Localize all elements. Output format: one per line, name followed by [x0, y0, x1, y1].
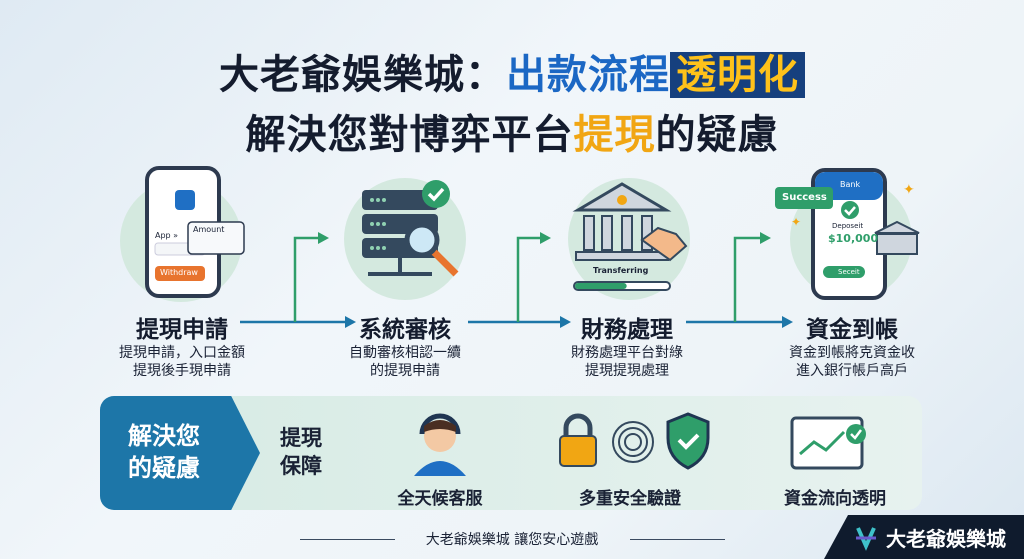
step1-desc: 提現申請，入口金額提現後手現申請	[82, 344, 282, 380]
page-title-line1: 大老爺娛樂城：出款流程透明化	[0, 42, 1024, 100]
receipt-button: Seceit	[838, 268, 860, 276]
arrow-3-up	[733, 236, 760, 322]
success-badge: Success	[782, 192, 827, 203]
footer-divider-right	[630, 539, 725, 540]
step4-title: 資金到帳	[806, 317, 898, 343]
phone-success-icon: ✦✦	[775, 168, 920, 300]
svg-text:✦: ✦	[903, 182, 915, 198]
bank-label: Bank	[840, 180, 861, 189]
amount-label: Amount	[193, 225, 225, 234]
step3-title: 財務處理	[581, 317, 673, 343]
title-highlight-box: 透明化	[670, 52, 805, 98]
step4-desc: 資金到帳將克資金收進入銀行帳戶高戶	[752, 344, 952, 380]
footer-divider-left	[300, 539, 395, 540]
brand-name: 大老爺娛樂城	[886, 526, 1006, 551]
bank-handshake-icon	[572, 182, 688, 291]
transfer-progress-fill	[575, 283, 627, 289]
solve-doubts-text: 解決您的疑慮	[128, 422, 200, 482]
step2-desc-line2: 的提現申請	[370, 363, 440, 379]
step3-desc: 財務處理平台對綠提現提現處理	[527, 344, 727, 380]
arrow-2-up	[516, 236, 540, 322]
brand-logo: 大老爺娛樂城	[824, 515, 1024, 559]
step1-title: 提現申請	[136, 317, 228, 343]
step2-desc: 自動審核相認一續的提現申請	[305, 344, 505, 380]
title-highlight-blue: 出款流程	[506, 52, 670, 98]
feature-security: 多重安全驗證	[579, 489, 681, 509]
brand-logo-icon	[856, 527, 876, 551]
deposit-label: Deposeit	[832, 222, 864, 230]
solve-doubts-tag: 解決您的疑慮	[100, 396, 260, 510]
step2-desc-line1: 自動審核相認一續	[349, 345, 461, 361]
title-highlight-orange: 提現	[573, 112, 656, 158]
feature-support: 全天候客服	[397, 489, 483, 509]
phone-withdraw-icon	[145, 166, 245, 298]
step1-desc-line1: 提現申請，入口金額	[119, 345, 245, 361]
svg-text:✦: ✦	[791, 215, 801, 229]
step1-desc-line2: 提現後手現申請	[133, 363, 231, 379]
headset-icon	[414, 413, 466, 476]
deposit-amount: $10,000	[828, 232, 879, 245]
step3-desc-line2: 提現提現處理	[585, 363, 669, 379]
title-brand: 大老爺娛樂城：	[219, 52, 506, 98]
page-title-line2: 解決您對博弈平台提現的疑慮	[0, 102, 1024, 160]
withdraw-button: Withdraw	[160, 268, 198, 277]
step4-desc-line1: 資金到帳將克資金收	[789, 345, 915, 361]
transferring-label: Transferring	[593, 266, 649, 275]
step2-title: 系統審核	[359, 317, 451, 343]
server-check-icon	[362, 180, 459, 277]
arrow-1-up	[293, 236, 318, 322]
feature-transparency: 資金流向透明	[784, 489, 886, 509]
footer-slogan: 大老爺娛樂城 讓您安心遊戲	[425, 532, 599, 548]
title-text-end: 的疑慮	[655, 112, 779, 158]
title-text: 解決您對博弈平台	[245, 112, 574, 158]
app-label: App »	[155, 231, 179, 240]
step3-desc-line1: 財務處理平台對綠	[571, 345, 683, 361]
guarantee-heading: 提現保障	[280, 426, 322, 478]
step4-desc-line2: 進入銀行帳戶高戶	[796, 363, 908, 379]
chart-check-icon	[790, 416, 866, 470]
lock-fingerprint-shield-icon	[559, 412, 710, 470]
